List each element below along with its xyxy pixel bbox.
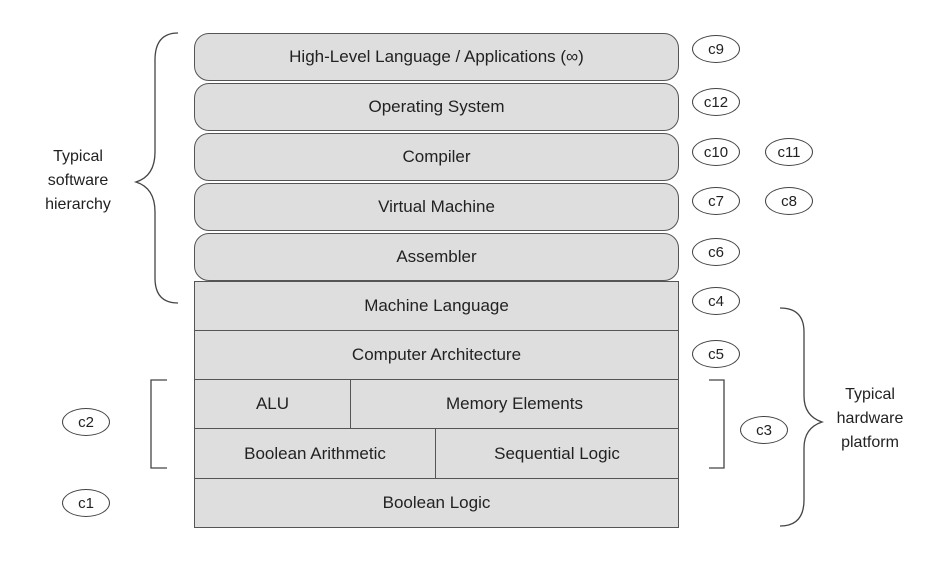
layer-assembler: Assembler [194, 233, 679, 281]
chapter-badge-c7: c7 [692, 187, 740, 215]
layer-boolean-logic: Boolean Logic [194, 478, 679, 528]
chapter-badge-c5: c5 [692, 340, 740, 368]
hardware-label-line-1: Typical [845, 386, 895, 403]
software-label-line-1: Typical [53, 148, 103, 165]
layer-virtual-machine: Virtual Machine [194, 183, 679, 231]
left-square-bracket [150, 379, 167, 469]
layer-alu: ALU [194, 379, 351, 429]
hardware-brace [779, 307, 825, 527]
chapter-badge-c4: c4 [692, 287, 740, 315]
hardware-label-line-2: hardware [836, 410, 904, 427]
chapter-badge-c3: c3 [740, 416, 788, 444]
chapter-badge-c1: c1 [62, 489, 110, 517]
layer-machine-language: Machine Language [194, 281, 679, 331]
layer-sequential-logic: Sequential Logic [435, 428, 679, 479]
chapter-badge-c2: c2 [62, 408, 110, 436]
software-label-line-2: software [47, 172, 109, 189]
layer-compiler: Compiler [194, 133, 679, 181]
layer-memory-elements: Memory Elements [350, 379, 679, 429]
software-label-line-3: hierarchy [45, 196, 111, 213]
hardware-platform-label: Typical hardware platform [824, 383, 916, 455]
software-brace [133, 32, 179, 304]
chapter-badge-c10: c10 [692, 138, 740, 166]
right-square-bracket [709, 379, 725, 469]
chapter-badge-c8: c8 [765, 187, 813, 215]
software-hierarchy-label: Typical software hierarchy [30, 145, 126, 217]
layer-boolean-arithmetic: Boolean Arithmetic [194, 428, 436, 479]
hardware-label-line-3: platform [841, 434, 899, 451]
chapter-badge-c9: c9 [692, 35, 740, 63]
chapter-badge-c6: c6 [692, 238, 740, 266]
chapter-badge-c12: c12 [692, 88, 740, 116]
layer-high-level-language: High-Level Language / Applications (∞) [194, 33, 679, 81]
layer-computer-architecture: Computer Architecture [194, 330, 679, 380]
chapter-badge-c11: c11 [765, 138, 813, 166]
layer-operating-system: Operating System [194, 83, 679, 131]
